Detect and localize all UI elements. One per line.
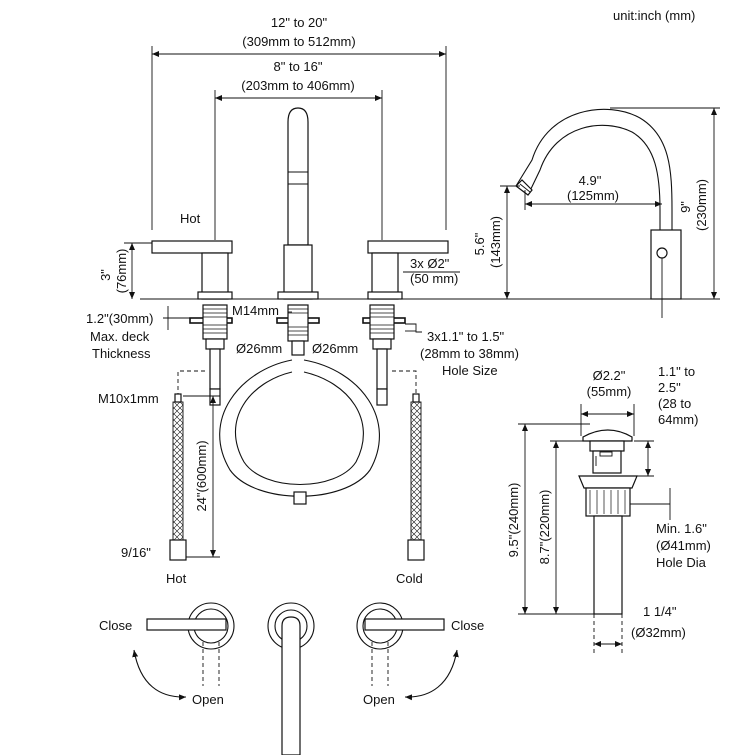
spout-height-mm: (143mm) bbox=[488, 216, 503, 268]
connector-size-label: 9/16" bbox=[121, 545, 151, 560]
drain-total-dimension: 9.5"(240mm) bbox=[506, 423, 594, 615]
spout-base bbox=[283, 244, 313, 300]
spread-handles-inch: 8" to 16" bbox=[274, 59, 323, 74]
cold-supply-hose bbox=[410, 401, 422, 541]
spout-reach-dimension: 4.9" (125mm) bbox=[524, 173, 662, 210]
spout-height-dimension: 5.6" (143mm) bbox=[472, 185, 520, 299]
nut-left-label: Ø26mm bbox=[236, 341, 282, 356]
left-handle-lever bbox=[151, 240, 233, 254]
hose-length-dimension: 24"(600mm) bbox=[183, 395, 220, 558]
spread-handles-dimension: 8" to 16" (203mm to 406mm) bbox=[214, 59, 383, 240]
thread-m10-label: M10x1mm bbox=[98, 391, 159, 406]
front-view bbox=[140, 107, 720, 561]
connector-hose-outer bbox=[219, 359, 380, 497]
center-spout bbox=[287, 107, 309, 246]
hole-diameter-callout: 3x Ø2" (50 mm) bbox=[403, 256, 460, 286]
hole-diameter-mm: (50 mm) bbox=[410, 271, 458, 286]
label-hot-bottom: Hot bbox=[166, 571, 187, 586]
drain-thickness-line4: 64mm) bbox=[658, 412, 698, 427]
drain-thickness-line3: (28 to bbox=[658, 396, 691, 411]
drain-cap-dimension: Ø2.2" (55mm) bbox=[580, 368, 635, 436]
connector-hose-inner bbox=[234, 371, 364, 485]
close-left-label: Close bbox=[99, 618, 132, 633]
drain-cap-mm: (55mm) bbox=[587, 384, 632, 399]
right-handle-lever bbox=[367, 240, 449, 254]
spout-side-body bbox=[650, 229, 682, 300]
hole-size-line2: (28mm to 38mm) bbox=[420, 346, 519, 361]
handle-height-inch: 3" bbox=[98, 269, 113, 281]
side-view-spout bbox=[515, 108, 682, 318]
spread-total-inch: 12" to 20" bbox=[271, 15, 328, 30]
left-lever-top bbox=[146, 618, 227, 631]
drain-hole-line2: (Ø41mm) bbox=[656, 538, 711, 553]
handle-height-mm: (76mm) bbox=[114, 249, 129, 294]
left-rotation-arrow bbox=[132, 649, 187, 701]
right-handle-body bbox=[371, 252, 399, 300]
spout-reach-mm: (125mm) bbox=[567, 188, 619, 203]
drain-pipe-mm: (Ø32mm) bbox=[631, 625, 686, 640]
deck-thickness-callout: 1.2"(30mm) Max. deck Thickness bbox=[86, 306, 198, 361]
drain-cap-inch: Ø2.2" bbox=[593, 368, 626, 383]
open-right-label: Open bbox=[363, 692, 395, 707]
hot-supply-hose bbox=[172, 401, 184, 541]
thread-m14-label: M14mm bbox=[232, 303, 279, 318]
hole-size-line1: 3x1.1" to 1.5" bbox=[427, 329, 505, 344]
hose-length-label: 24"(600mm) bbox=[194, 440, 209, 511]
total-height-mm: (230mm) bbox=[694, 179, 709, 231]
handle-height-dimension: 3" (76mm) bbox=[98, 242, 152, 299]
hole-diameter-label: 3x Ø2" bbox=[410, 256, 450, 271]
drain-cap bbox=[582, 429, 633, 442]
total-height-dimension: 9" (230mm) bbox=[610, 107, 720, 299]
drain-pipe-dimension: 1 1/4" (Ø32mm) bbox=[594, 604, 686, 647]
left-handle-body bbox=[201, 252, 229, 300]
spread-total-dimension: 12" to 20" (309mm to 512mm) bbox=[151, 15, 447, 230]
drain-pipe-inch: 1 1/4" bbox=[643, 604, 677, 619]
spread-handles-mm: (203mm to 406mm) bbox=[241, 78, 354, 93]
right-lever-top bbox=[364, 618, 445, 631]
total-height-inch: 9" bbox=[678, 201, 693, 213]
deck-thickness-line1: Max. deck bbox=[90, 329, 150, 344]
label-hot-top: Hot bbox=[180, 211, 201, 226]
drain-hole-line3: Hole Dia bbox=[656, 555, 707, 570]
deck-thickness-line2: Thickness bbox=[92, 346, 151, 361]
drain-pipe bbox=[593, 515, 623, 615]
drain-hole-line1: Min. 1.6" bbox=[656, 521, 707, 536]
drain-hole-callout: Min. 1.6" (Ø41mm) Hole Dia bbox=[630, 488, 711, 570]
hole-size-callout: 3x1.1" to 1.5" (28mm to 38mm) Hole Size bbox=[405, 323, 519, 378]
drain-thickness-line2: 2.5" bbox=[658, 380, 681, 395]
right-rotation-arrow bbox=[404, 649, 459, 701]
drain-body-label: 8.7"(220mm) bbox=[537, 490, 552, 565]
hole-size-line3: Hole Size bbox=[442, 363, 498, 378]
drain-total-label: 9.5"(240mm) bbox=[506, 483, 521, 558]
spread-total-mm: (309mm to 512mm) bbox=[242, 34, 355, 49]
open-left-label: Open bbox=[192, 692, 224, 707]
drain-thickness-line1: 1.1" to bbox=[658, 364, 695, 379]
deck-thickness-value: 1.2"(30mm) bbox=[86, 311, 153, 326]
spout-height-inch: 5.6" bbox=[472, 232, 487, 255]
drain-assembly bbox=[578, 429, 638, 654]
top-view bbox=[132, 602, 459, 755]
drain-thickness-dimension: 1.1" to 2.5" (28 to 64mm) bbox=[634, 364, 698, 477]
nut-right-label: Ø26mm bbox=[312, 341, 358, 356]
spout-reach-inch: 4.9" bbox=[579, 173, 602, 188]
close-right-label: Close bbox=[451, 618, 484, 633]
drain-body-dimension: 8.7"(220mm) bbox=[537, 440, 590, 614]
spout-top bbox=[281, 616, 301, 755]
label-cold-bottom: Cold bbox=[396, 571, 423, 586]
unit-note: unit:inch (mm) bbox=[613, 8, 695, 23]
